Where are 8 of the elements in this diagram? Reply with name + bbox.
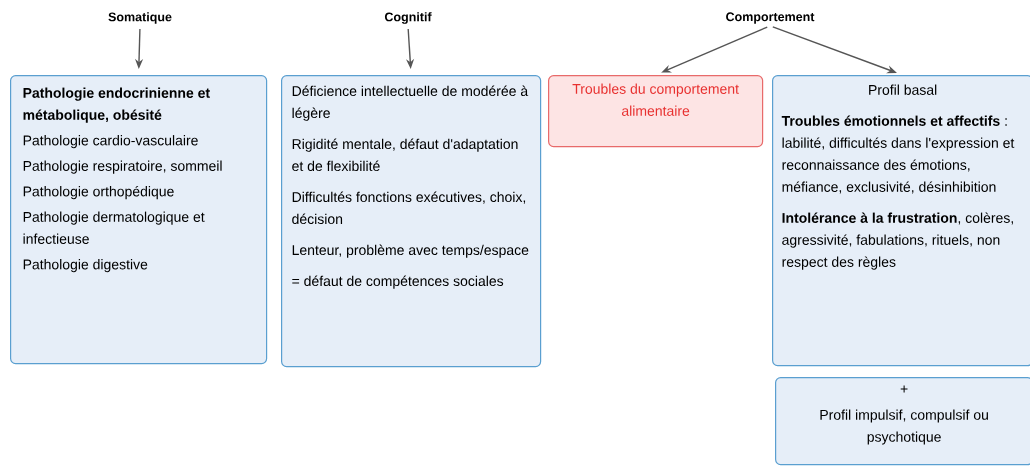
text-box: Pathologie endocrinienne et métabolique, obésité Pathologie cardio-vasculaire Pathologie respiratoire, sommeil Pathologie orthopédique Pathologie dermatologique et infectieuse Pathologie digestive xyxy=(10,75,268,365)
text-box: Déficience intellectuelle de modérée à légère Rigidité mentale, défaut d'adaptation et de flexibilité Difficultés fonctions exécutives, choix, décision Lenteur, problème avec temps/espace = défaut de compétences sociales xyxy=(281,75,542,368)
heading: Somatique xyxy=(108,12,172,24)
text-box: Troubles du comportement alimentaire xyxy=(548,75,764,148)
heading: Cognitif xyxy=(384,12,432,24)
text-box: Profil basal Troubles émotionnels et affectifs : labilité, difficultés dans l'expression et reconnaissance des émotions, méfiance, exclusivité, désinhibition Intolérance à la frustration, colères, agressivité, fabulations, rituels, non respect des règles xyxy=(772,75,1030,367)
text-box: + Profil impulsif, compulsif ou psychotique xyxy=(775,377,1030,466)
heading: Comportement xyxy=(726,12,815,24)
